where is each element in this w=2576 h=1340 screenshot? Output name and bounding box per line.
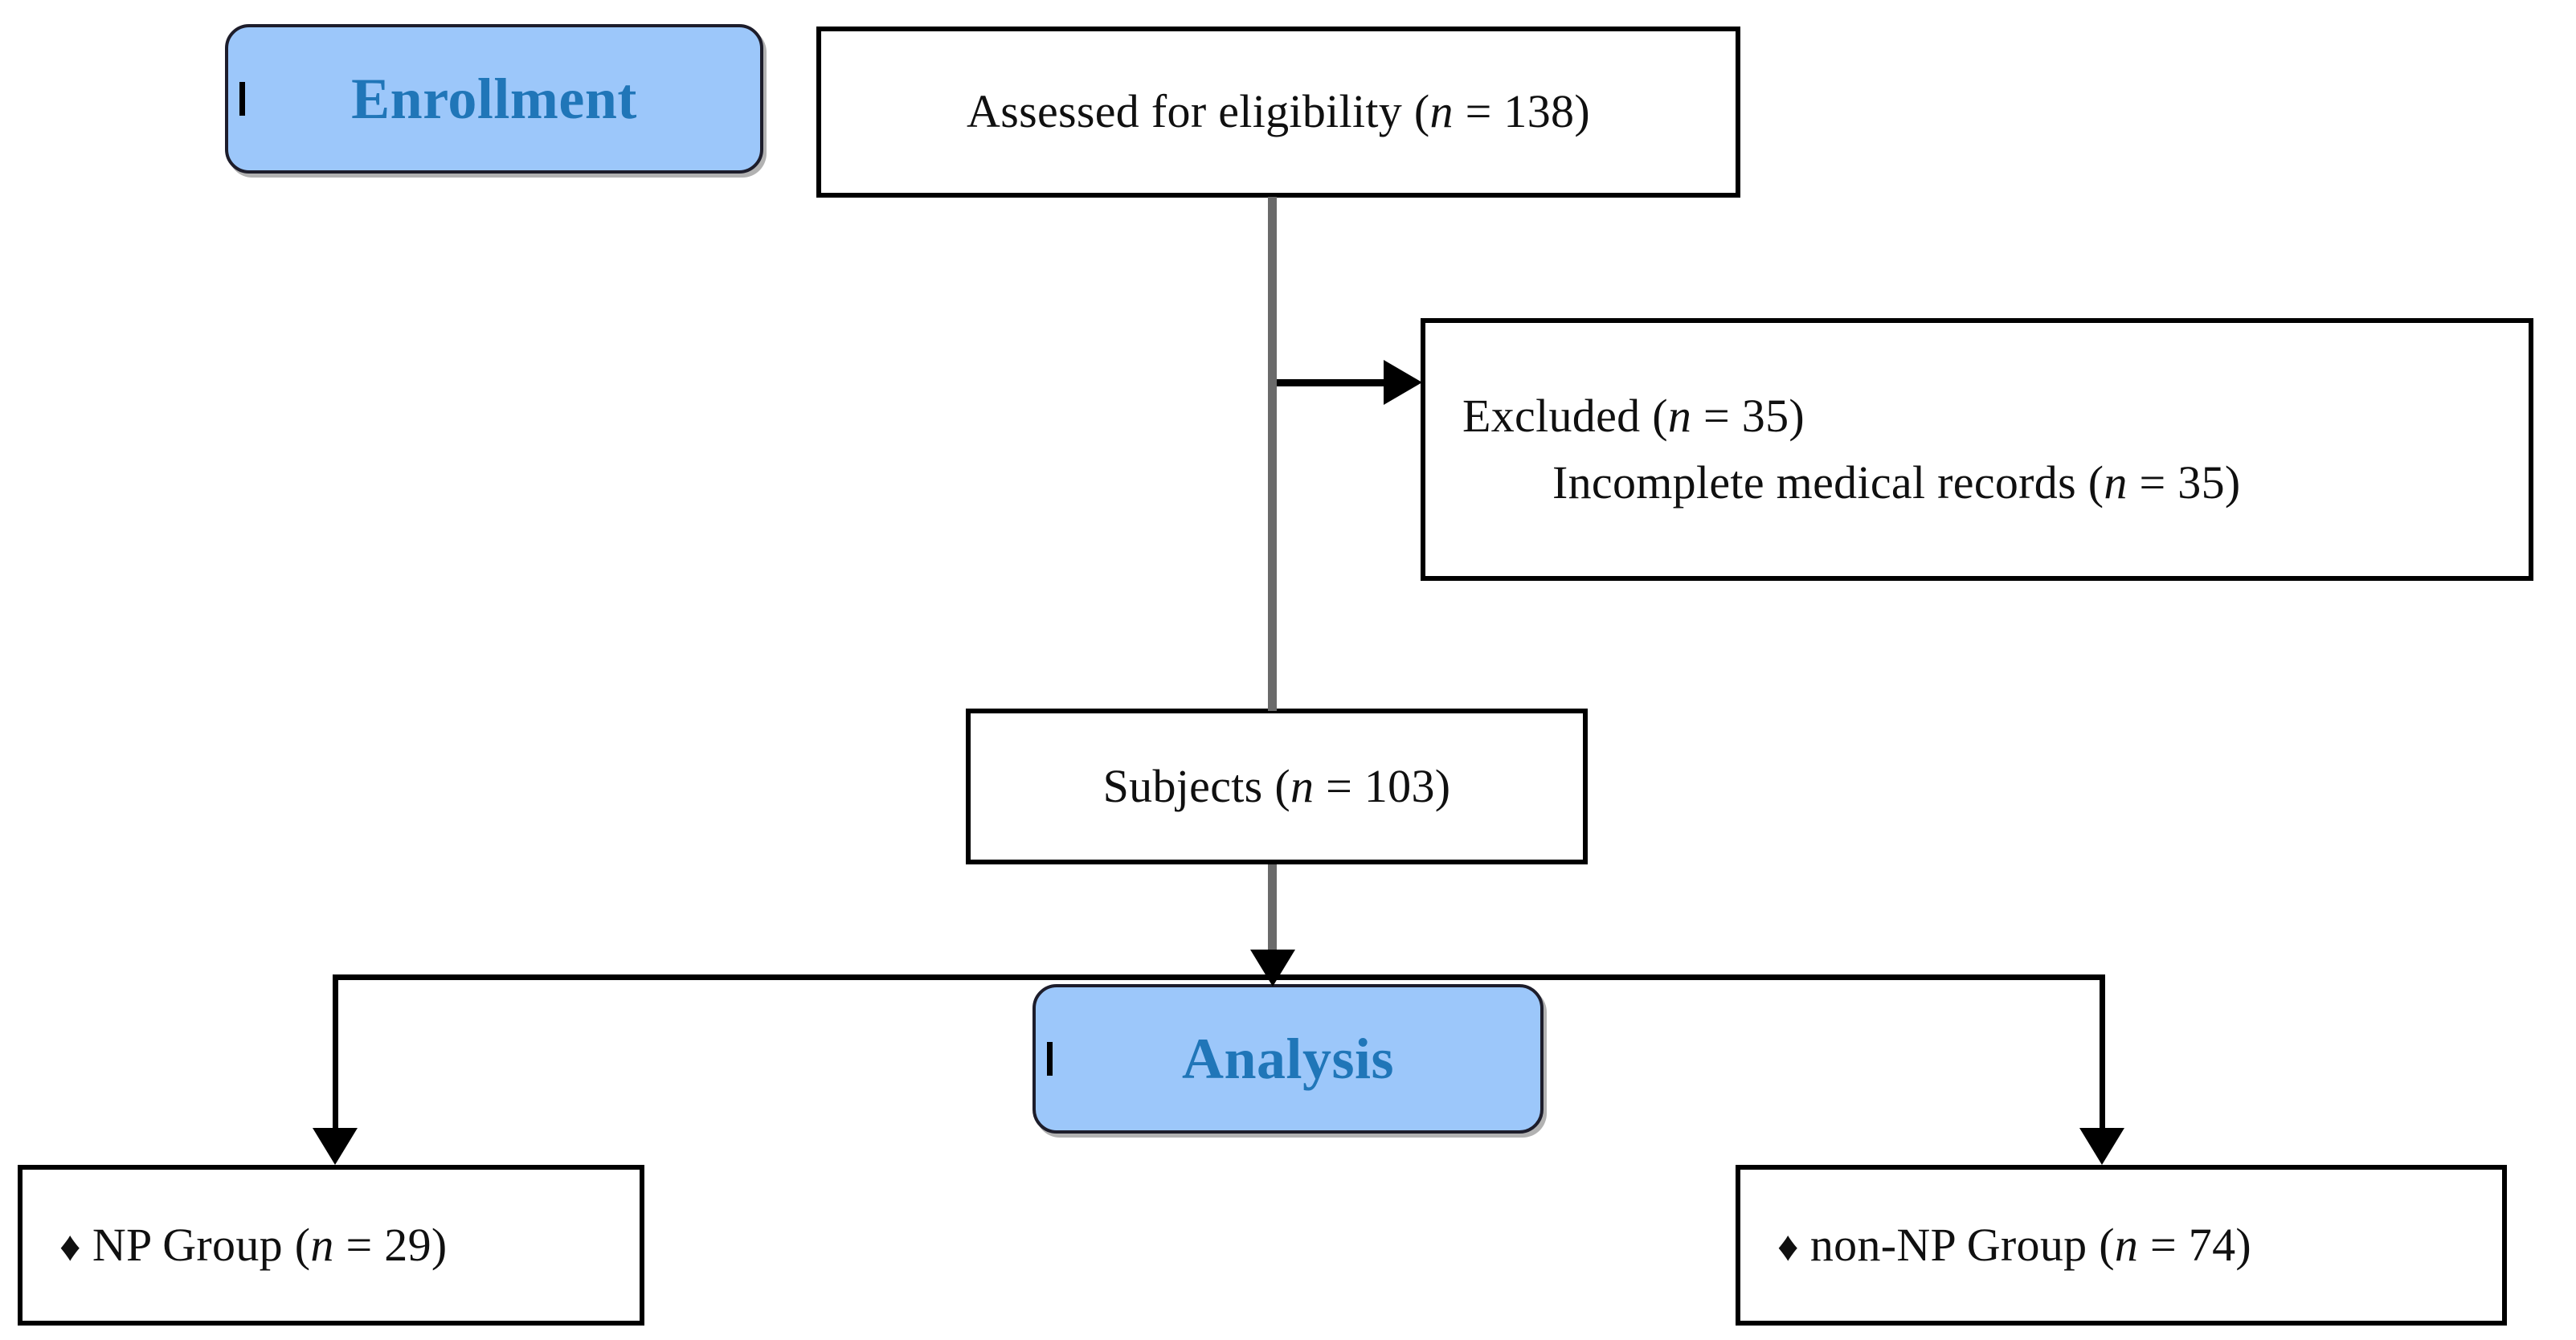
excluded-italic-n: n <box>1667 390 1692 443</box>
connector-to-non-np-group <box>2100 974 2105 1134</box>
connector-to-excluded <box>1277 379 1387 386</box>
assessed-italic-n: n <box>1429 85 1454 138</box>
diamond-bullet-icon: ♦ <box>59 1224 81 1270</box>
node-np-group: ♦NP Group (n = 29) <box>18 1165 644 1326</box>
excluded-line-1: Excluded (n = 35) <box>1462 390 1805 442</box>
assessed-suffix: = 138) <box>1453 85 1590 138</box>
excluded-suffix: = 35) <box>1691 390 1805 443</box>
non-np-group-italic-n: n <box>2114 1218 2139 1271</box>
excluded-reason-suffix: = 35) <box>2127 456 2241 509</box>
node-excluded-text: Excluded (n = 35) Incomplete medical rec… <box>1462 383 2241 516</box>
node-assessed-text: Assessed for eligibility (n = 138) <box>967 79 1590 145</box>
node-subjects-text: Subjects (n = 103) <box>1103 754 1451 819</box>
excluded-line-2: Incomplete medical records (n = 35) <box>1462 450 2241 516</box>
arrowhead-to-analysis <box>1250 950 1295 987</box>
node-excluded: Excluded (n = 35) Incomplete medical rec… <box>1421 318 2533 581</box>
node-non-np-group-text: ♦non-NP Group (n = 74) <box>1777 1212 2251 1278</box>
excluded-reason-italic-n: n <box>2104 456 2128 509</box>
arrowhead-to-np-group <box>313 1128 358 1165</box>
subjects-prefix: Subjects ( <box>1102 759 1290 812</box>
node-assessed-for-eligibility: Assessed for eligibility (n = 138) <box>816 27 1740 198</box>
np-group-suffix: = 29) <box>333 1218 448 1271</box>
connector-assessed-to-subjects <box>1268 197 1277 711</box>
node-subjects: Subjects (n = 103) <box>966 709 1588 864</box>
np-group-italic-n: n <box>310 1218 334 1271</box>
assessed-prefix: Assessed for eligibility ( <box>967 85 1430 138</box>
node-np-group-text: ♦NP Group (n = 29) <box>59 1212 448 1278</box>
connector-split-bar <box>333 974 2105 980</box>
excluded-prefix: Excluded ( <box>1462 390 1668 443</box>
excluded-reason-prefix: Incomplete medical records ( <box>1552 456 2104 509</box>
stage-enrollment-label: Enrollment <box>351 66 637 131</box>
arrowhead-to-non-np-group <box>2079 1128 2124 1165</box>
subjects-italic-n: n <box>1290 759 1315 812</box>
node-non-np-group: ♦non-NP Group (n = 74) <box>1736 1165 2507 1326</box>
diamond-bullet-icon: ♦ <box>1777 1224 1799 1270</box>
stage-analysis-label: Analysis <box>1181 1026 1395 1091</box>
stage-analysis: Analysis <box>1032 984 1544 1134</box>
stage-enrollment: Enrollment <box>225 24 763 174</box>
subjects-suffix: = 103) <box>1314 759 1451 812</box>
stage-tick-mark <box>239 82 245 116</box>
np-group-prefix: NP Group ( <box>92 1218 311 1271</box>
connector-subjects-to-analysis <box>1268 864 1277 953</box>
connector-to-np-group <box>333 974 338 1134</box>
non-np-group-prefix: non-NP Group ( <box>1809 1218 2115 1271</box>
non-np-group-suffix: = 74) <box>2138 1218 2252 1271</box>
stage-tick-mark <box>1047 1042 1053 1076</box>
arrowhead-to-excluded <box>1384 360 1422 405</box>
